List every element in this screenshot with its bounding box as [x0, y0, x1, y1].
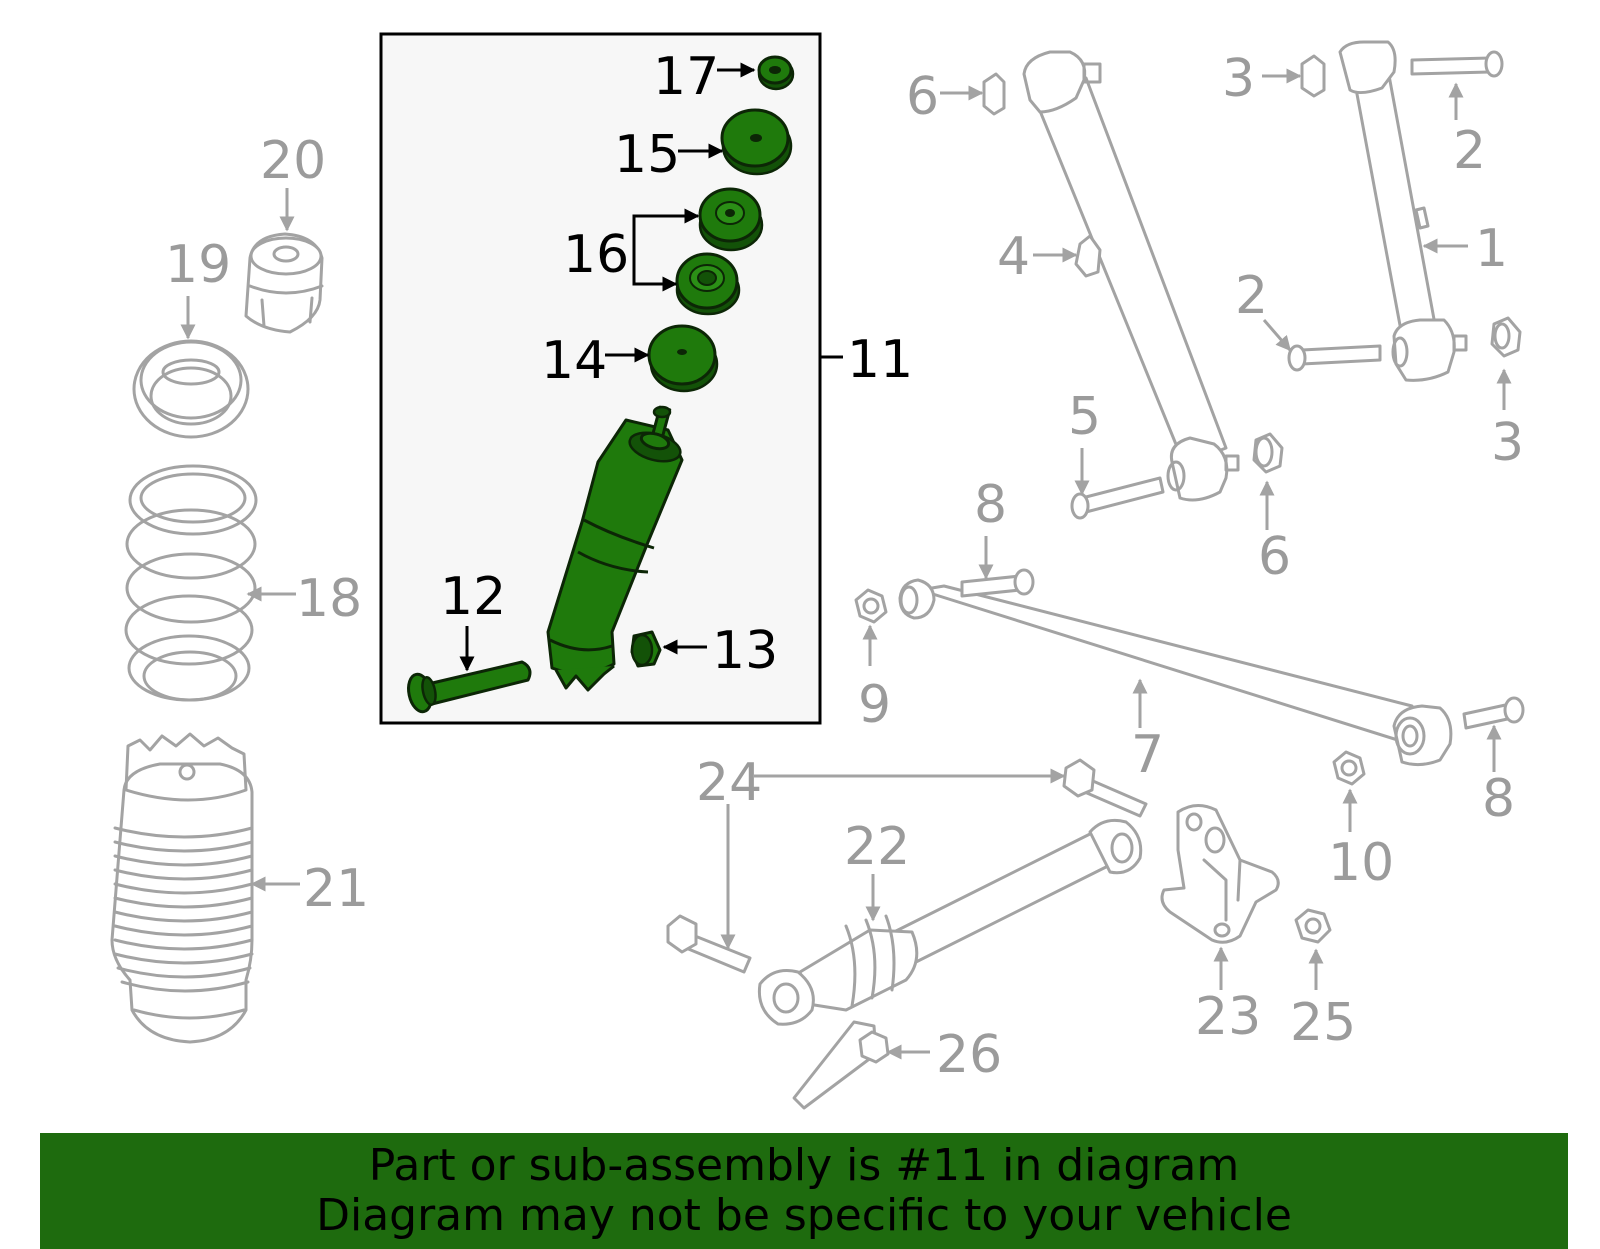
- footer-notice: Part or sub-assembly is #11 in diagram D…: [40, 1133, 1568, 1249]
- part-9-nut: [854, 588, 888, 624]
- callout-3-lower: 3: [1491, 413, 1524, 473]
- part-15-upper-mount: [720, 108, 793, 176]
- callout-4: 4: [997, 227, 1030, 287]
- leader-2b: [1262, 319, 1292, 352]
- leader-16a: [632, 208, 700, 285]
- callout-16: 16: [563, 225, 629, 285]
- part-2-upper-bolt: [1410, 50, 1504, 78]
- callout-6-lower: 6: [1258, 527, 1291, 587]
- callout-20: 20: [260, 131, 326, 191]
- leader-16b: [632, 265, 678, 292]
- callout-21: 21: [303, 859, 369, 919]
- part-7-track-bar: [898, 578, 1453, 767]
- footer-band: [40, 1133, 1568, 1249]
- callout-3-upper: 3: [1222, 49, 1255, 109]
- part-17-cap: [757, 55, 795, 91]
- part-1-upper-control-arm: [1338, 40, 1468, 382]
- callout-6-upper: 6: [906, 67, 939, 127]
- callout-1: 1: [1475, 219, 1508, 279]
- part-21-air-spring: [110, 732, 254, 1044]
- callout-5: 5: [1068, 387, 1101, 447]
- callout-19: 19: [165, 235, 231, 295]
- callout-11: 11: [847, 330, 913, 390]
- callout-17: 17: [653, 47, 719, 107]
- callout-24: 24: [696, 753, 762, 813]
- footer-line-disclaimer: Diagram may not be specific to your vehi…: [316, 1190, 1292, 1241]
- callout-26: 26: [936, 1025, 1002, 1085]
- part-8-lower-bolt: [1462, 696, 1525, 730]
- callout-7: 7: [1131, 725, 1164, 785]
- shock-absorber: [546, 405, 684, 692]
- callout-18: 18: [296, 569, 362, 629]
- callout-25: 25: [1290, 993, 1356, 1053]
- part-2-lower-bolt: [1287, 344, 1382, 372]
- part-23-bracket: [1160, 804, 1280, 944]
- part-26-bracket-nut: [792, 1020, 890, 1110]
- callout-12: 12: [440, 567, 506, 627]
- callout-23: 23: [1195, 987, 1261, 1047]
- part-8-upper-bolt: [960, 568, 1035, 598]
- part-16-lower-insulator: [675, 252, 741, 316]
- part-25-nut: [1294, 908, 1332, 944]
- callout-2-upper: 2: [1453, 121, 1486, 181]
- part-16-upper-insulator: [698, 187, 764, 252]
- part-24-lower-bolt: [666, 914, 752, 974]
- part-6-nut: [1252, 432, 1284, 474]
- callout-9: 9: [858, 675, 891, 735]
- callout-8-lower: 8: [1482, 769, 1515, 829]
- part-19-spring-seat: [132, 339, 250, 439]
- footer-line-part: Part or sub-assembly is #11 in diagram: [368, 1140, 1240, 1191]
- part-4-lower-control-arm: [1022, 50, 1240, 502]
- part-3-upper-bushing-insert: [1300, 54, 1326, 98]
- callout-2-lower: 2: [1235, 266, 1268, 326]
- part-24-upper-bolt: [1062, 758, 1148, 818]
- callout-14: 14: [541, 331, 607, 391]
- callout-8-upper: 8: [974, 475, 1007, 535]
- part-18-coil-spring: [124, 464, 258, 702]
- part-5-bolt: [1070, 476, 1165, 520]
- callout-10: 10: [1328, 833, 1394, 893]
- part-20-jounce-bumper: [244, 232, 324, 334]
- part-3-nut: [1490, 316, 1522, 358]
- part-12-bolt: [407, 660, 532, 714]
- callout-13: 13: [712, 621, 778, 681]
- callout-22: 22: [844, 817, 910, 877]
- part-14-washer: [647, 324, 719, 393]
- part-22-shock-absorber: [757, 818, 1143, 1026]
- part-10-nut: [1332, 750, 1366, 786]
- part-13-nut: [630, 630, 662, 668]
- callout-15: 15: [614, 125, 680, 185]
- part-6-upper-bushing-insert: [982, 72, 1006, 116]
